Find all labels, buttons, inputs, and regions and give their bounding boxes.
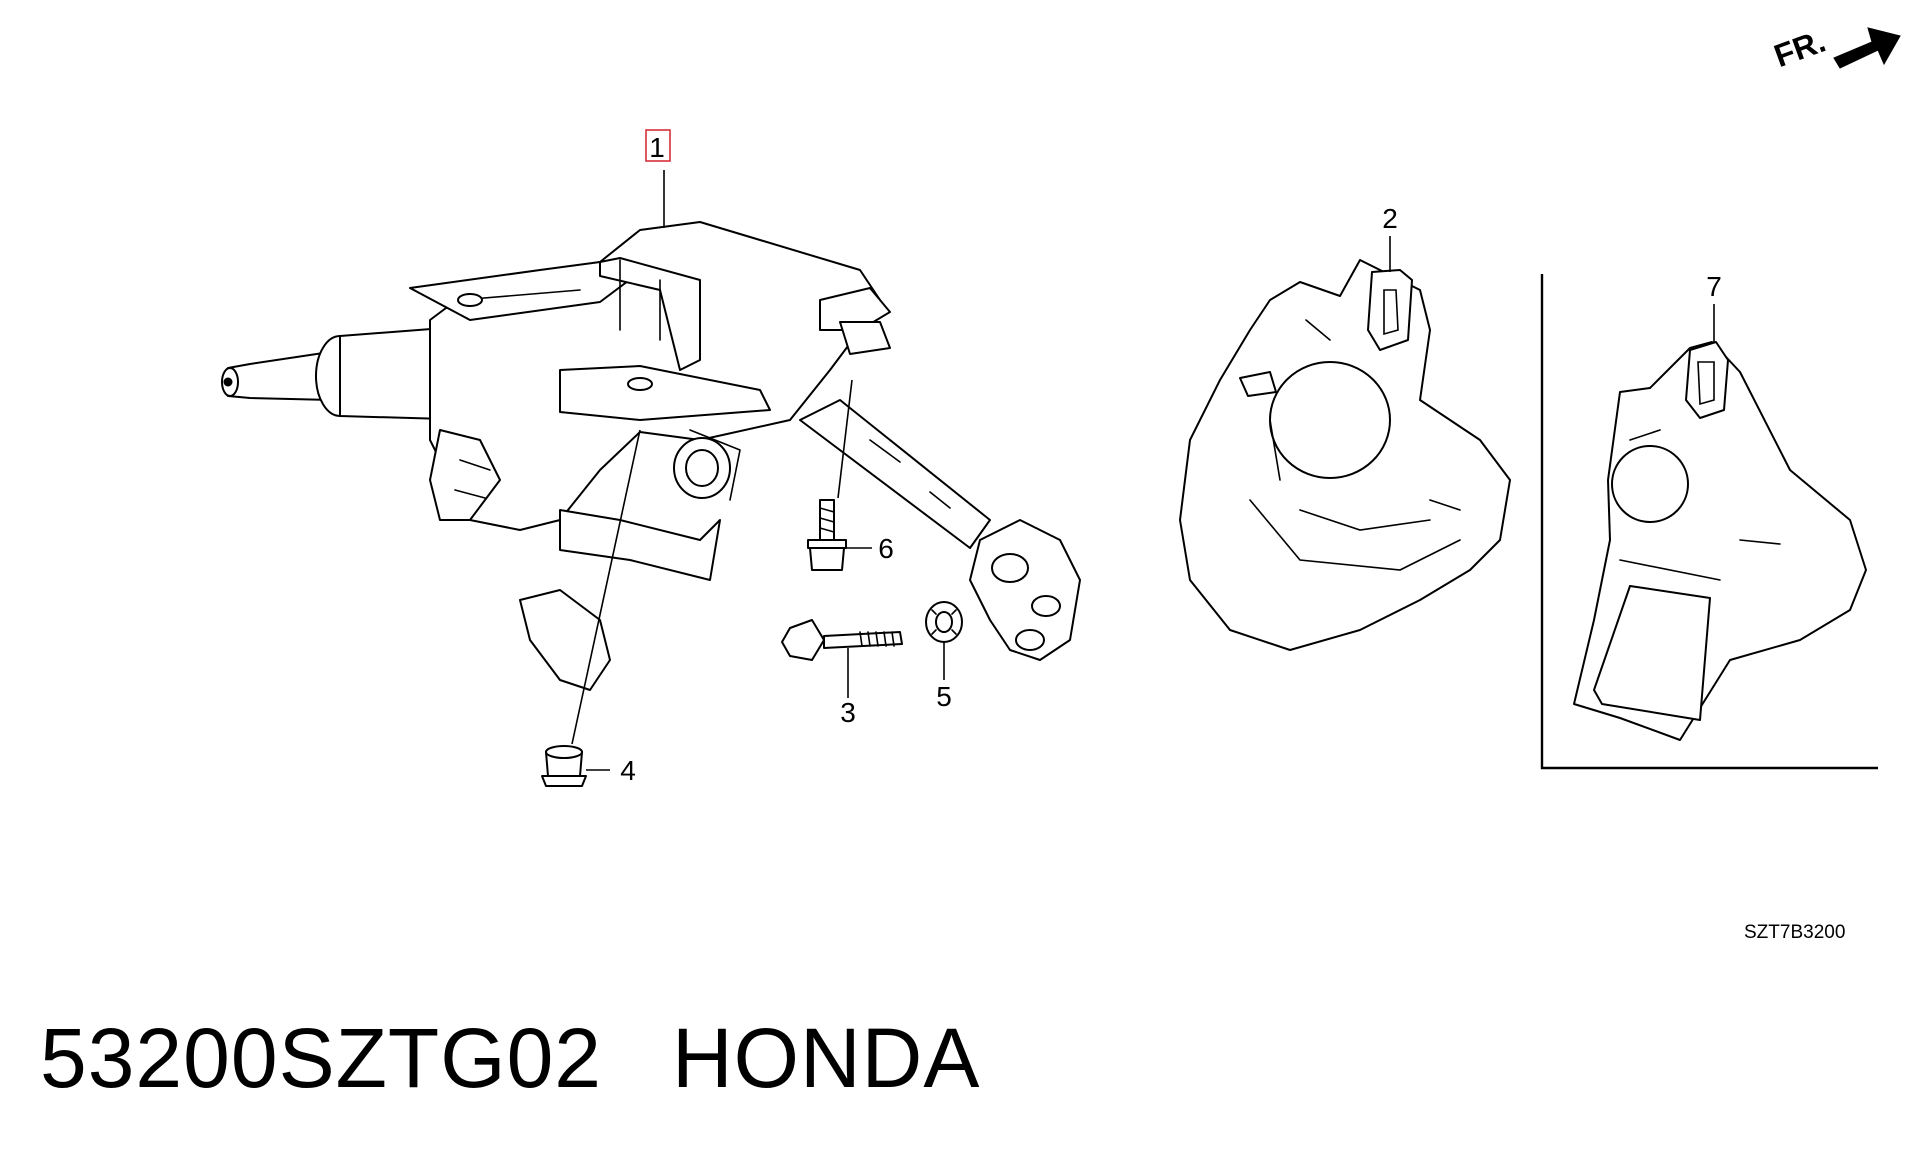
- part-5-washer[interactable]: [925, 601, 963, 643]
- leader-line-6b: [837, 379, 853, 499]
- part-7-column-cover[interactable]: [1573, 341, 1867, 741]
- part-2-column-cover[interactable]: [1179, 259, 1511, 651]
- callout-5[interactable]: 5: [936, 681, 952, 712]
- callout-7[interactable]: 7: [1706, 271, 1722, 302]
- part-6-bolt[interactable]: [807, 499, 847, 571]
- leader-line-4b: [571, 429, 641, 745]
- brand-name: HONDA: [672, 1011, 981, 1105]
- front-direction-arrow: [1833, 27, 1901, 69]
- callout-1-highlight: [645, 129, 671, 162]
- callout-2[interactable]: 2: [1382, 203, 1398, 234]
- diagram-code: SZT7B3200: [1744, 922, 1846, 943]
- callout-6[interactable]: 6: [878, 533, 894, 564]
- part-3-bolt[interactable]: [781, 619, 903, 661]
- steering-column-assembly[interactable]: [221, 221, 1081, 691]
- callout-4[interactable]: 4: [620, 755, 636, 786]
- part-4-nut[interactable]: [541, 745, 587, 787]
- part-title: 53200SZTG02 HONDA: [40, 1010, 1050, 1107]
- callout-1[interactable]: 1: [649, 132, 665, 163]
- callout-3[interactable]: 3: [840, 697, 856, 728]
- part-number: 53200SZTG02: [40, 1011, 603, 1105]
- inset-frame: [1540, 274, 1878, 770]
